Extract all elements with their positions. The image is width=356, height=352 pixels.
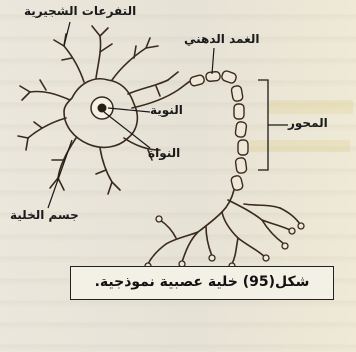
label-dendrites: التفرعات الشجيرية <box>24 4 136 18</box>
label-cell-body: جسم الخلية <box>10 208 79 222</box>
label-nucleus: النواة <box>148 146 180 160</box>
caption-box: شكل(95) خلية عصبية نموذجية. <box>70 266 334 300</box>
label-axon: المحور <box>288 116 328 130</box>
label-nucleolus: النوية <box>150 103 183 117</box>
axon-bracket <box>258 80 288 170</box>
label-myelin-sheath: الغمد الدهني <box>184 32 259 46</box>
axon <box>189 70 248 191</box>
leader-lines <box>48 22 214 208</box>
figure-caption: شكل(95) خلية عصبية نموذجية. <box>71 274 333 290</box>
nucleolus <box>98 104 107 113</box>
axon-terminals <box>148 190 300 264</box>
